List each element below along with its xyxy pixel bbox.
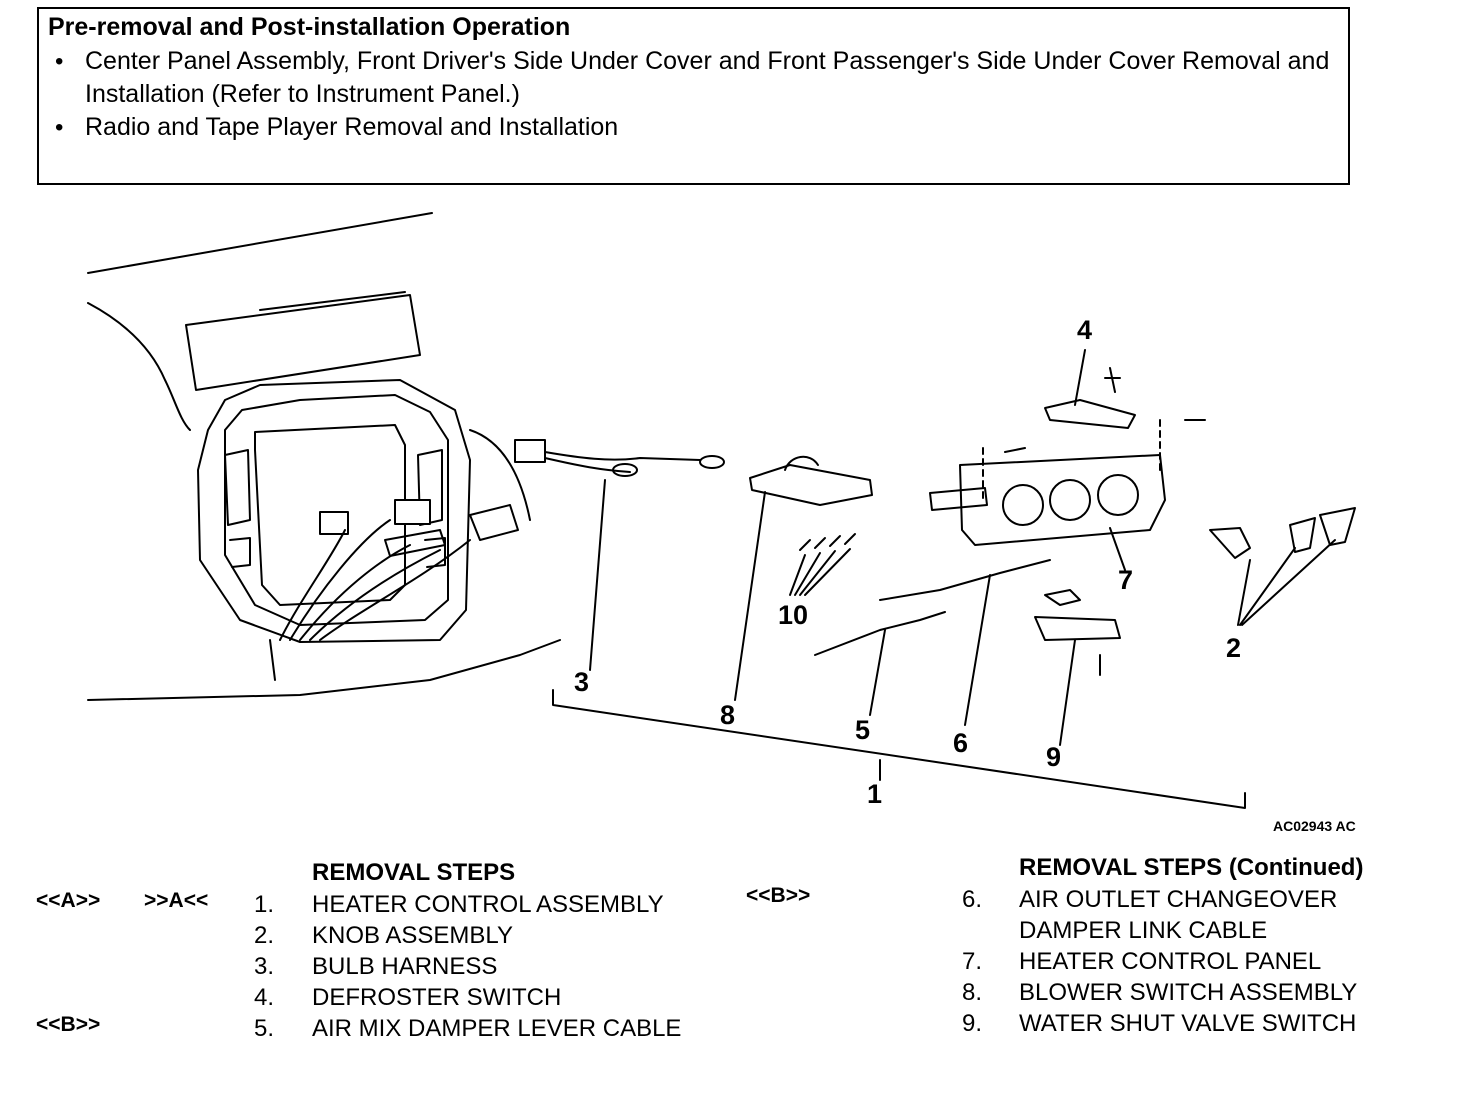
step-label: DAMPER LINK CABLE: [1019, 917, 1268, 944]
pre-removal-title: Pre-removal and Post-installation Operat…: [48, 13, 571, 41]
step-label: AIR MIX DAMPER LEVER CABLE: [312, 1015, 682, 1042]
pre-removal-list: • Center Panel Assembly, Front Driver's …: [55, 45, 1348, 144]
step-ref: <<A>>: [36, 889, 101, 912]
removal-steps-left: REMOVAL STEPS <<A>> >>A<< 1. HEATER CONT…: [0, 855, 740, 1055]
bullet-icon: •: [55, 48, 64, 75]
step-label: KNOB ASSEMBLY: [312, 922, 513, 949]
assembly-bracket: [552, 689, 1246, 809]
water-shut-valve-switch-part: [1034, 589, 1121, 746]
removal-steps-continued-heading: REMOVAL STEPS (Continued): [1019, 854, 1364, 881]
knob-assembly-part: [1209, 507, 1356, 626]
pre-removal-item: • Radio and Tape Player Removal and Inst…: [55, 111, 1348, 144]
step-number: 1.: [254, 891, 275, 918]
pre-removal-item: • Center Panel Assembly, Front Driver's …: [55, 45, 1348, 111]
step-label: AIR OUTLET CHANGEOVER: [1019, 886, 1338, 913]
callout-4: 4: [1077, 315, 1093, 345]
callout-1: 1: [867, 779, 883, 809]
step-number: 5.: [254, 1015, 275, 1042]
bullet-icon: •: [55, 114, 64, 141]
defroster-switch-part: [1004, 349, 1206, 453]
bulb-harness-part: [514, 439, 725, 671]
pre-removal-item-text: Radio and Tape Player Removal and Instal…: [85, 113, 619, 141]
callout-10: 10: [778, 600, 809, 630]
step-number: 8.: [962, 979, 983, 1006]
removal-steps-right: REMOVAL STEPS (Continued) <<B>> 6. AIR O…: [740, 850, 1440, 1050]
step-number: 7.: [962, 948, 983, 975]
step-label: BULB HARNESS: [312, 953, 498, 980]
step-number: 3.: [254, 953, 275, 980]
step-ref: <<B>>: [746, 884, 811, 907]
step-label: HEATER CONTROL ASSEMBLY: [312, 891, 664, 918]
callout-5: 5: [855, 715, 871, 745]
step-number: 6.: [962, 886, 983, 913]
removal-steps-heading: REMOVAL STEPS: [312, 859, 516, 886]
heater-control-panel-part: [929, 419, 1166, 571]
step-ref: >>A<<: [144, 889, 209, 912]
callout-9: 9: [1046, 742, 1062, 772]
step-number: 9.: [962, 1010, 983, 1037]
callout-8: 8: [720, 700, 736, 730]
callout-2: 2: [1226, 633, 1242, 663]
callout-3: 3: [574, 667, 590, 697]
figure-code: AC02943 AC: [1273, 818, 1356, 834]
callout-6: 6: [953, 728, 969, 758]
step-number: 2.: [254, 922, 275, 949]
blower-switch-part: [734, 455, 873, 701]
exploded-view-diagram: 1 2 3 4 5 6 7 8 9 10: [0, 195, 1472, 845]
step-label: BLOWER SWITCH ASSEMBLY: [1019, 979, 1358, 1006]
step-label: DEFROSTER SWITCH: [312, 984, 562, 1011]
damper-cables-part: [814, 559, 1051, 726]
step-number: 4.: [254, 984, 275, 1011]
step-label: WATER SHUT VALVE SWITCH: [1019, 1010, 1357, 1037]
pre-removal-item-text: Center Panel Assembly, Front Driver's Si…: [85, 47, 1330, 108]
dashboard-illustration: [87, 212, 561, 701]
callout-7: 7: [1118, 565, 1134, 595]
diagram-drawing: [87, 212, 1356, 809]
step-label: HEATER CONTROL PANEL: [1019, 948, 1322, 975]
pre-removal-box: Pre-removal and Post-installation Operat…: [37, 7, 1350, 185]
step-ref: <<B>>: [36, 1013, 101, 1036]
bulbs-part: [789, 533, 856, 596]
